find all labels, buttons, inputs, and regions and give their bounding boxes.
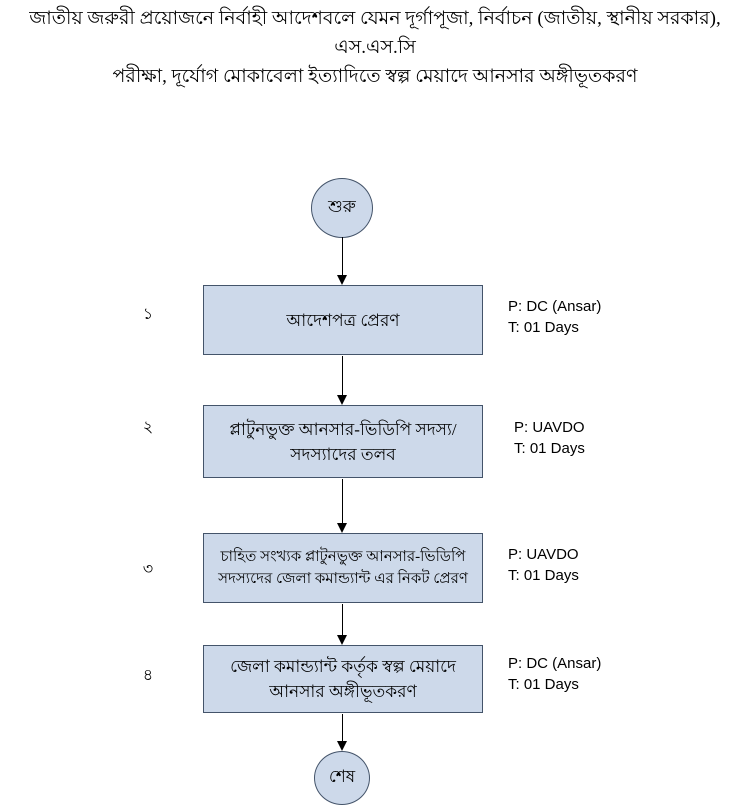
flow-end-node: শেষ [314,751,370,805]
step4-person: P: DC (Ansar) [508,655,602,672]
step3-annotation: P: UAVDO T: 01 Days [508,544,668,586]
arrow-start-to-step1 [336,237,348,285]
step2-time: T: 01 Days [514,440,585,457]
step1-number: ১ [142,306,154,323]
step4-number: ৪ [142,667,154,684]
step2-box: প্লাটুনভুক্ত আনসার-ভিডিপি সদস্য/ সদস্যাদ… [203,405,483,478]
arrow-down-icon [337,275,347,285]
arrow-line [341,237,343,275]
step2-number: ২ [142,419,154,436]
arrow-line [341,479,343,523]
arrow-line [341,356,343,395]
step3-time: T: 01 Days [508,567,579,584]
page-title: জাতীয় জরুরী প্রয়োজনে নির্বাহী আদেশবলে … [29,8,721,87]
arrow-down-icon [337,741,347,751]
step1-person: P: DC (Ansar) [508,298,602,315]
step3-person: P: UAVDO [508,546,579,563]
step4-time: T: 01 Days [508,676,579,693]
arrow-down-icon [337,523,347,533]
step3-label: চাহিত সংখ্যক প্লাটুনভুক্ত আনসার-ভিডিপি স… [218,549,468,587]
arrow-step2-to-step3 [336,479,348,533]
step2-label: প্লাটুনভুক্ত আনসার-ভিডিপি সদস্য/ সদস্যাদ… [229,419,457,464]
arrow-down-icon [337,395,347,405]
step1-annotation: P: DC (Ansar) T: 01 Days [508,296,668,338]
arrow-line [341,604,343,635]
flow-start-label: শুরু [328,197,356,216]
flow-start-node: শুরু [311,178,373,238]
step1-box: আদেশপত্র প্রেরণ [203,285,483,355]
step1-time: T: 01 Days [508,319,579,336]
step4-label: জেলা কমান্ড্যান্ট কর্তৃক স্বল্প মেয়াদে … [230,657,456,701]
step4-box: জেলা কমান্ড্যান্ট কর্তৃক স্বল্প মেয়াদে … [203,645,483,713]
arrow-down-icon [337,635,347,645]
step2-person: P: UAVDO [514,419,585,436]
arrow-line [341,714,343,741]
step3-box: চাহিত সংখ্যক প্লাটুনভুক্ত আনসার-ভিডিপি স… [203,533,483,603]
arrow-step3-to-step4 [336,604,348,645]
flow-end-label: শেষ [328,767,356,786]
step3-number: ৩ [142,561,154,578]
step1-label: আদেশপত্র প্রেরণ [286,310,400,330]
step2-annotation: P: UAVDO T: 01 Days [514,417,674,459]
arrow-step4-to-end [336,714,348,751]
step4-annotation: P: DC (Ansar) T: 01 Days [508,653,668,695]
arrow-step1-to-step2 [336,356,348,405]
